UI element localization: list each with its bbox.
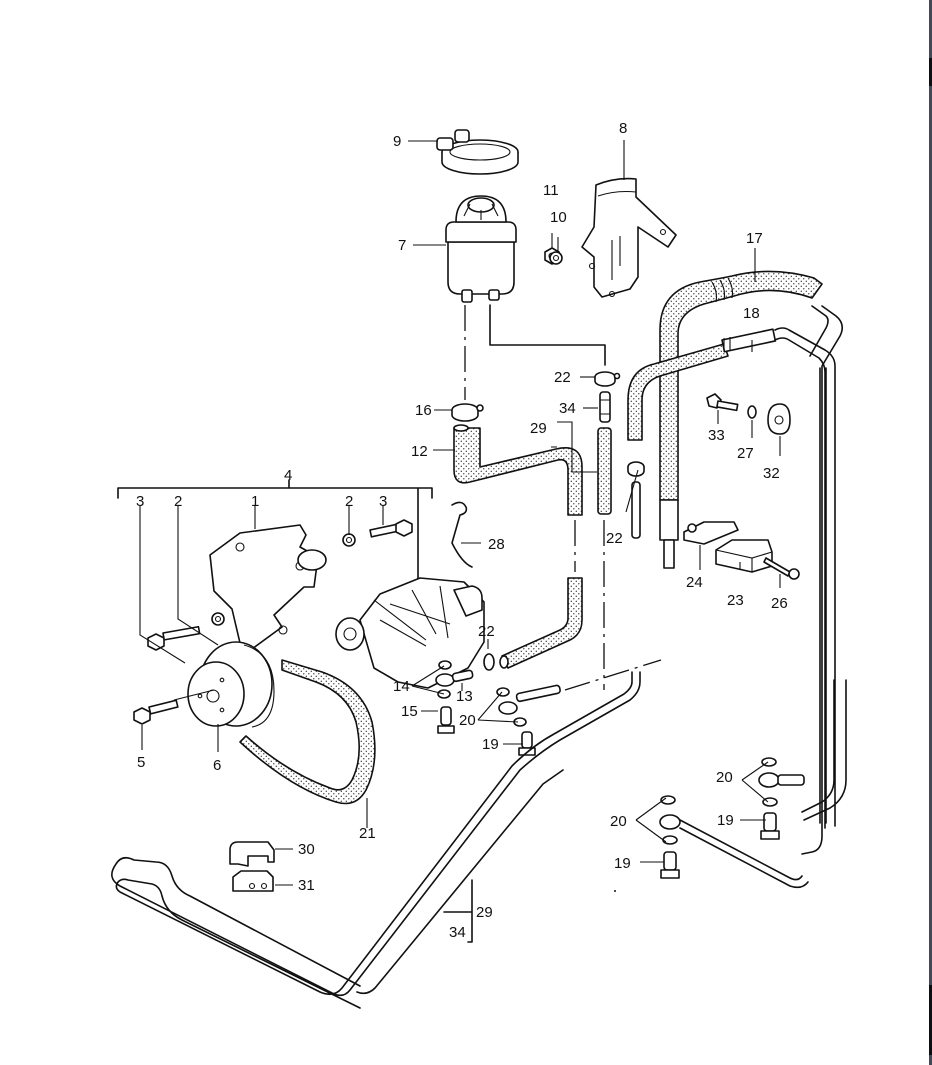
banjo-fitting[interactable] — [659, 814, 809, 889]
callout-31[interactable]: 31 — [298, 877, 315, 894]
fitting-pipe — [631, 481, 641, 539]
callout-34-bottom[interactable]: 34 — [449, 924, 466, 941]
line-holder[interactable] — [715, 539, 773, 573]
sealing-ring[interactable] — [496, 687, 510, 697]
callout-12[interactable]: 12 — [411, 443, 428, 460]
hose-coil — [801, 679, 847, 821]
callout-14[interactable]: 14 — [393, 678, 410, 695]
callout-27[interactable]: 27 — [737, 445, 754, 462]
banjo-bolt[interactable] — [760, 812, 780, 840]
sealing-ring[interactable] — [662, 835, 678, 845]
callout-28[interactable]: 28 — [488, 536, 505, 553]
viewer-right-edge — [929, 0, 932, 1065]
callout-30[interactable]: 30 — [298, 841, 315, 858]
washer[interactable] — [211, 612, 225, 626]
washer[interactable] — [747, 405, 757, 419]
bolt[interactable] — [369, 519, 413, 538]
clip-holder[interactable] — [232, 870, 274, 892]
pulley-bolt[interactable] — [133, 699, 179, 725]
group-bracket-4 — [117, 479, 433, 589]
pump-bracket[interactable] — [209, 524, 327, 650]
callout-17[interactable]: 17 — [746, 230, 763, 247]
callout-15[interactable]: 15 — [401, 703, 418, 720]
callout-26[interactable]: 26 — [771, 595, 788, 612]
callout-10[interactable]: 10 — [550, 209, 567, 226]
callout-16[interactable]: 16 — [415, 402, 432, 419]
callout-34-top[interactable]: 34 — [559, 400, 576, 417]
hose-clamp[interactable] — [483, 653, 495, 671]
callout-33[interactable]: 33 — [708, 427, 725, 444]
steering-pump[interactable] — [335, 577, 485, 689]
fluid-reservoir[interactable] — [445, 195, 517, 303]
callout-21[interactable]: 21 — [359, 825, 376, 842]
hose-clamp[interactable] — [627, 461, 645, 477]
suction-hose-lower[interactable] — [499, 577, 583, 669]
v-belt[interactable] — [239, 659, 376, 805]
hose-clamp[interactable] — [451, 403, 484, 422]
callout-20-lower[interactable]: 20 — [610, 813, 627, 830]
callout-5[interactable]: 5 — [137, 754, 145, 771]
banjo-fitting[interactable] — [498, 684, 561, 715]
callout-29-bottom[interactable]: 29 — [476, 904, 493, 921]
callout-19-lower[interactable]: 19 — [614, 855, 631, 872]
clip-cap[interactable] — [229, 841, 275, 867]
banjo-fitting[interactable] — [435, 669, 474, 687]
callout-7[interactable]: 7 — [398, 237, 406, 254]
callout-3-right[interactable]: 3 — [379, 493, 387, 510]
callout-24[interactable]: 24 — [686, 574, 703, 591]
screw[interactable] — [763, 557, 800, 580]
callout-22-top[interactable]: 22 — [554, 369, 571, 386]
callout-22-low[interactable]: 22 — [478, 623, 495, 640]
return-hose[interactable] — [627, 328, 777, 441]
callout-4[interactable]: 4 — [284, 467, 292, 484]
banjo-bolt[interactable] — [437, 706, 455, 734]
banjo-fitting[interactable] — [758, 772, 805, 788]
callout-29-top[interactable]: 29 — [530, 420, 547, 437]
callout-3-left[interactable]: 3 — [136, 493, 144, 510]
return-line-hose[interactable] — [597, 427, 612, 515]
callout-19-right[interactable]: 19 — [717, 812, 734, 829]
callout-20-center[interactable]: 20 — [459, 712, 476, 729]
pressure-hose[interactable] — [659, 270, 823, 569]
callout-32[interactable]: 32 — [763, 465, 780, 482]
hose-clamp[interactable] — [594, 371, 621, 387]
sealing-ring[interactable] — [660, 795, 676, 805]
clamp[interactable] — [767, 403, 791, 435]
sealing-ring[interactable] — [762, 797, 778, 807]
callout-2-left[interactable]: 2 — [174, 493, 182, 510]
spring-clip[interactable] — [451, 501, 473, 568]
return-line[interactable] — [111, 671, 641, 1009]
reservoir-clamp[interactable] — [436, 129, 519, 175]
bolt[interactable] — [706, 393, 739, 412]
callout-13[interactable]: 13 — [456, 688, 473, 705]
callout-18[interactable]: 18 — [743, 305, 760, 322]
callout-2-right[interactable]: 2 — [345, 493, 353, 510]
callout-labels: 9 8 11 10 7 17 18 22 16 34 29 12 33 27 3… — [136, 120, 788, 941]
callout-20-right[interactable]: 20 — [716, 769, 733, 786]
callout-6[interactable]: 6 — [213, 757, 221, 774]
holder-cap[interactable] — [683, 521, 739, 545]
washer[interactable] — [342, 533, 356, 547]
washer[interactable] — [549, 251, 563, 265]
callout-23[interactable]: 23 — [727, 592, 744, 609]
connector-hose[interactable] — [599, 391, 611, 423]
callout-22-mid[interactable]: 22 — [606, 530, 623, 547]
banjo-bolt[interactable] — [660, 851, 680, 879]
callout-8[interactable]: 8 — [619, 120, 627, 137]
callout-9[interactable]: 9 — [393, 133, 401, 150]
leader-lines — [139, 140, 781, 886]
suction-hose[interactable] — [453, 424, 583, 516]
callout-19-center[interactable]: 19 — [482, 736, 499, 753]
reservoir-holder[interactable] — [581, 177, 677, 298]
callout-11[interactable]: 11 — [543, 182, 559, 199]
callout-1[interactable]: 1 — [251, 493, 259, 510]
bolt[interactable] — [147, 625, 201, 651]
pulley[interactable] — [187, 641, 275, 728]
